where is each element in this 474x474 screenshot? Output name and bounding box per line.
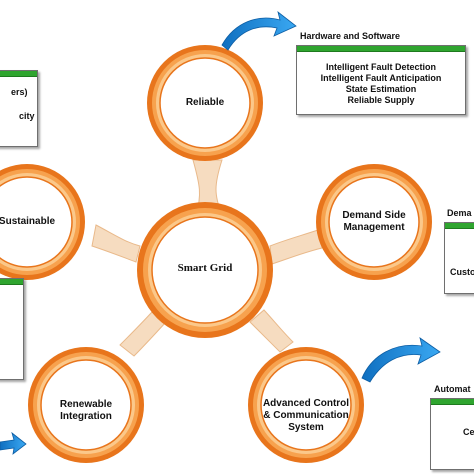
connector-advanced — [249, 309, 294, 353]
circle-demand-side — [316, 164, 432, 280]
arrow-to-hardware — [221, 10, 297, 51]
hardware-line-1: Intelligent Fault Detection — [325, 62, 436, 72]
center-label-smart-grid: Smart Grid — [177, 262, 233, 274]
arrow-left-bottom — [0, 431, 27, 455]
automation-line-1: Ce — [463, 427, 474, 437]
automation-box-bar — [431, 399, 474, 405]
demand-line-1: Custo — [450, 267, 474, 277]
node-label-renewable: Renewable Integration — [41, 399, 131, 423]
node-label-advanced-line-2: & Communication — [263, 410, 349, 421]
connector-sustainable — [91, 224, 141, 263]
circle-renewable — [28, 347, 144, 463]
circle-reliable — [147, 45, 263, 161]
left-middle-box — [0, 278, 24, 380]
hardware-box-title: Hardware and Software — [300, 31, 401, 41]
node-label-demand-side-line-1: Demand Side — [342, 210, 406, 221]
hardware-box-bar — [297, 46, 465, 52]
left-top-box: ers) city — [0, 70, 38, 147]
hardware-box: Intelligent Fault Detection Intelligent … — [296, 45, 466, 115]
automation-box-title: Automat — [434, 384, 471, 394]
left-top-box-bar — [0, 71, 37, 77]
hardware-line-4: Reliable Supply — [347, 95, 415, 105]
node-label-reliable: Reliable — [185, 97, 225, 108]
node-label-demand-side-line-2: Management — [343, 222, 405, 233]
node-label-demand-side: Demand Side Management — [329, 210, 419, 234]
automation-box: Ce — [430, 398, 474, 470]
connector-renewable — [119, 311, 167, 357]
node-label-renewable-line-2: Integration — [60, 411, 112, 422]
left-top-line-2: city — [19, 111, 35, 121]
demand-box-bar — [445, 223, 474, 229]
circle-sustainable — [0, 164, 85, 280]
node-label-advanced-line-3: System — [288, 422, 324, 433]
node-label-advanced-control: Advanced Control & Communication System — [256, 398, 356, 434]
demand-box-title: Dema — [447, 208, 472, 218]
connectors — [91, 159, 323, 357]
connector-demand — [269, 229, 323, 265]
hardware-line-2: Intelligent Fault Anticipation — [320, 73, 442, 83]
hardware-line-3: State Estimation — [345, 84, 417, 94]
circle-smart-grid — [137, 202, 273, 338]
left-top-line-1: ers) — [11, 87, 28, 97]
arrow-to-automation — [361, 337, 441, 383]
circle-advanced-control — [248, 347, 364, 463]
node-label-advanced-line-1: Advanced Control — [262, 398, 350, 409]
demand-box: Custo — [444, 222, 474, 294]
node-label-sustainable: Sustainable — [0, 216, 56, 227]
left-middle-box-bar — [0, 279, 23, 285]
node-label-renewable-line-1: Renewable — [59, 399, 113, 410]
